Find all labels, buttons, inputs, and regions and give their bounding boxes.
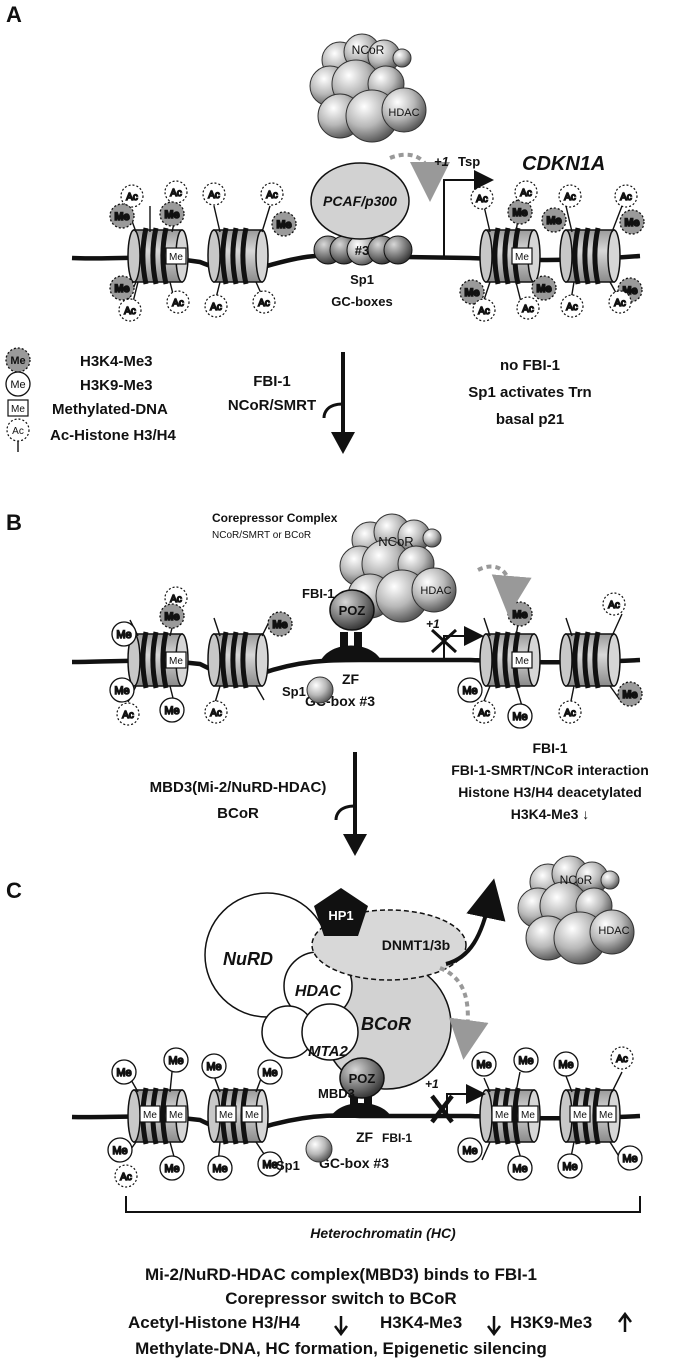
svg-text:Histone H3/H4 deacetylated: Histone H3/H4 deacetylated (458, 784, 642, 800)
arrow-b-to-c: MBD3(Mi-2/NuRD-HDAC) BCoR (150, 752, 367, 856)
svg-text:Mi-2/NuRD-HDAC complex(MBD3) b: Mi-2/NuRD-HDAC complex(MBD3) binds to FB… (145, 1265, 537, 1284)
svg-text:DNMT1/3b: DNMT1/3b (382, 937, 450, 953)
svg-text:NCoR: NCoR (378, 534, 413, 549)
summary: Mi-2/NuRD-HDAC complex(MBD3) binds to FB… (128, 1265, 632, 1358)
panel-a-tss-arrow: +1 Tsp (434, 154, 494, 256)
panel-c-dashed-arrow (439, 966, 489, 1060)
hp1-pentagon: HP1 (314, 888, 368, 936)
svg-text:MBD3(Mi-2/NuRD-HDAC): MBD3(Mi-2/NuRD-HDAC) (150, 779, 327, 796)
svg-text:Acetyl-Histone H3/H4: Acetyl-Histone H3/H4 (128, 1313, 300, 1332)
svg-text:+1: +1 (426, 617, 440, 631)
note-panel-b: FBI-1 FBI-1-SMRT/NCoR interaction Histon… (451, 740, 649, 822)
panel-c-histone-marks (107, 1046, 643, 1188)
svg-text:PCAF/p300: PCAF/p300 (323, 193, 397, 209)
svg-text:MBD3: MBD3 (318, 1086, 355, 1101)
panel-b-label: B (6, 510, 22, 535)
svg-text:+1: +1 (434, 154, 449, 169)
panel-a-pcaf-p300: PCAF/p300 (310, 162, 410, 240)
panel-c-fbi1: POZ MBD3 ZF FBI-1 GC-box #3 Sp1 (276, 1057, 412, 1173)
svg-text:FBI-1: FBI-1 (302, 586, 335, 601)
panel-a-histone-marks (109, 180, 645, 322)
svg-text:HDAC: HDAC (388, 107, 419, 119)
panel-b-fbi1: POZ FBI-1 ZF GC-box #3 Sp1 (282, 586, 382, 709)
panel-b-corepressor-complex: NCoR HDAC (339, 513, 457, 623)
panel-b-histone-marks (109, 586, 643, 729)
legend-acetyl: Ac-Histone H3/H4 (50, 427, 177, 444)
svg-text:+1: +1 (425, 1077, 439, 1091)
panel-b-dashed-arrow (477, 564, 532, 616)
legend-h3k4: H3K4-Me3 (80, 353, 153, 370)
panel-a-corepressor-complex: NCoR HDAC (309, 33, 427, 143)
svg-text:basal p21: basal p21 (496, 411, 564, 428)
svg-text:BCoR: BCoR (217, 805, 259, 822)
svg-text:NCoR/SMRT: NCoR/SMRT (228, 397, 316, 414)
svg-text:HDAC: HDAC (598, 925, 629, 937)
svg-text:Heterochromatin (HC): Heterochromatin (HC) (310, 1225, 456, 1241)
corepressor-sub: NCoR/SMRT or BCoR (212, 530, 311, 541)
svg-text:NCoR: NCoR (352, 43, 385, 57)
svg-text:POZ: POZ (349, 1071, 376, 1086)
panel-c-blocked-tss: +1 (425, 1077, 486, 1124)
panel-a-dashed-arrow (389, 152, 450, 202)
svg-text:#3: #3 (355, 243, 369, 258)
legend-methyl-dna: Methylated-DNA (52, 401, 168, 418)
arrow-a-to-b: FBI-1 NCoR/SMRT (228, 352, 355, 454)
svg-text:HP1: HP1 (328, 908, 353, 923)
svg-text:NCoR: NCoR (560, 873, 593, 887)
corepressor-title: Corepressor Complex (212, 511, 338, 525)
panel-b-blocked-tss: +1 (426, 617, 484, 660)
svg-text:Tsp: Tsp (458, 154, 480, 169)
svg-text:FBI-1: FBI-1 (382, 1131, 412, 1145)
legend-h3k9: H3K9-Me3 (80, 377, 153, 394)
panel-a-sp1-gc-boxes: #3 Sp1 GC-boxes (313, 234, 413, 309)
svg-text:Corepressor switch to BCoR: Corepressor switch to BCoR (225, 1289, 456, 1308)
svg-text:H3K4-Me3: H3K4-Me3 (380, 1313, 462, 1332)
svg-text:FBI-1: FBI-1 (533, 740, 568, 756)
gene-name: CDKN1A (522, 153, 605, 175)
svg-text:HDAC: HDAC (420, 585, 451, 597)
svg-text:Sp1: Sp1 (350, 272, 374, 287)
svg-text:FBI-1-SMRT/NCoR interaction: FBI-1-SMRT/NCoR interaction (451, 762, 649, 778)
svg-text:NuRD: NuRD (223, 949, 273, 969)
svg-text:BCoR: BCoR (361, 1014, 411, 1034)
svg-text:GC-boxes: GC-boxes (331, 294, 392, 309)
svg-text:MTA2: MTA2 (308, 1043, 348, 1060)
release-arrow (445, 878, 506, 966)
panel-c-ncor-complex: NCoR HDAC (517, 855, 635, 965)
legend: H3K4-Me3 H3K9-Me3 Methylated-DNA Ac-Hist… (5, 347, 177, 452)
heterochromatin-bracket: Heterochromatin (HC) (125, 1196, 641, 1241)
svg-text:Sp1 activates Trn: Sp1 activates Trn (468, 384, 591, 401)
svg-text:Sp1: Sp1 (276, 1158, 300, 1173)
svg-text:HDAC: HDAC (295, 983, 342, 1000)
svg-text:H3K4-Me3 ↓: H3K4-Me3 ↓ (511, 806, 590, 822)
panel-a-label: A (6, 2, 22, 27)
svg-text:Sp1: Sp1 (282, 684, 306, 699)
note-panel-a: no FBI-1 Sp1 activates Trn basal p21 (468, 357, 591, 428)
svg-text:no FBI-1: no FBI-1 (500, 357, 560, 374)
svg-text:Methylate-DNA, HC formation, E: Methylate-DNA, HC formation, Epigenetic … (135, 1339, 547, 1358)
svg-text:GC-box #3: GC-box #3 (319, 1155, 389, 1171)
svg-text:FBI-1: FBI-1 (253, 373, 291, 390)
svg-text:H3K9-Me3: H3K9-Me3 (510, 1313, 592, 1332)
panel-c-label: C (6, 878, 22, 903)
svg-text:POZ: POZ (339, 603, 366, 618)
svg-text:ZF: ZF (342, 671, 360, 687)
svg-text:ZF: ZF (356, 1129, 374, 1145)
